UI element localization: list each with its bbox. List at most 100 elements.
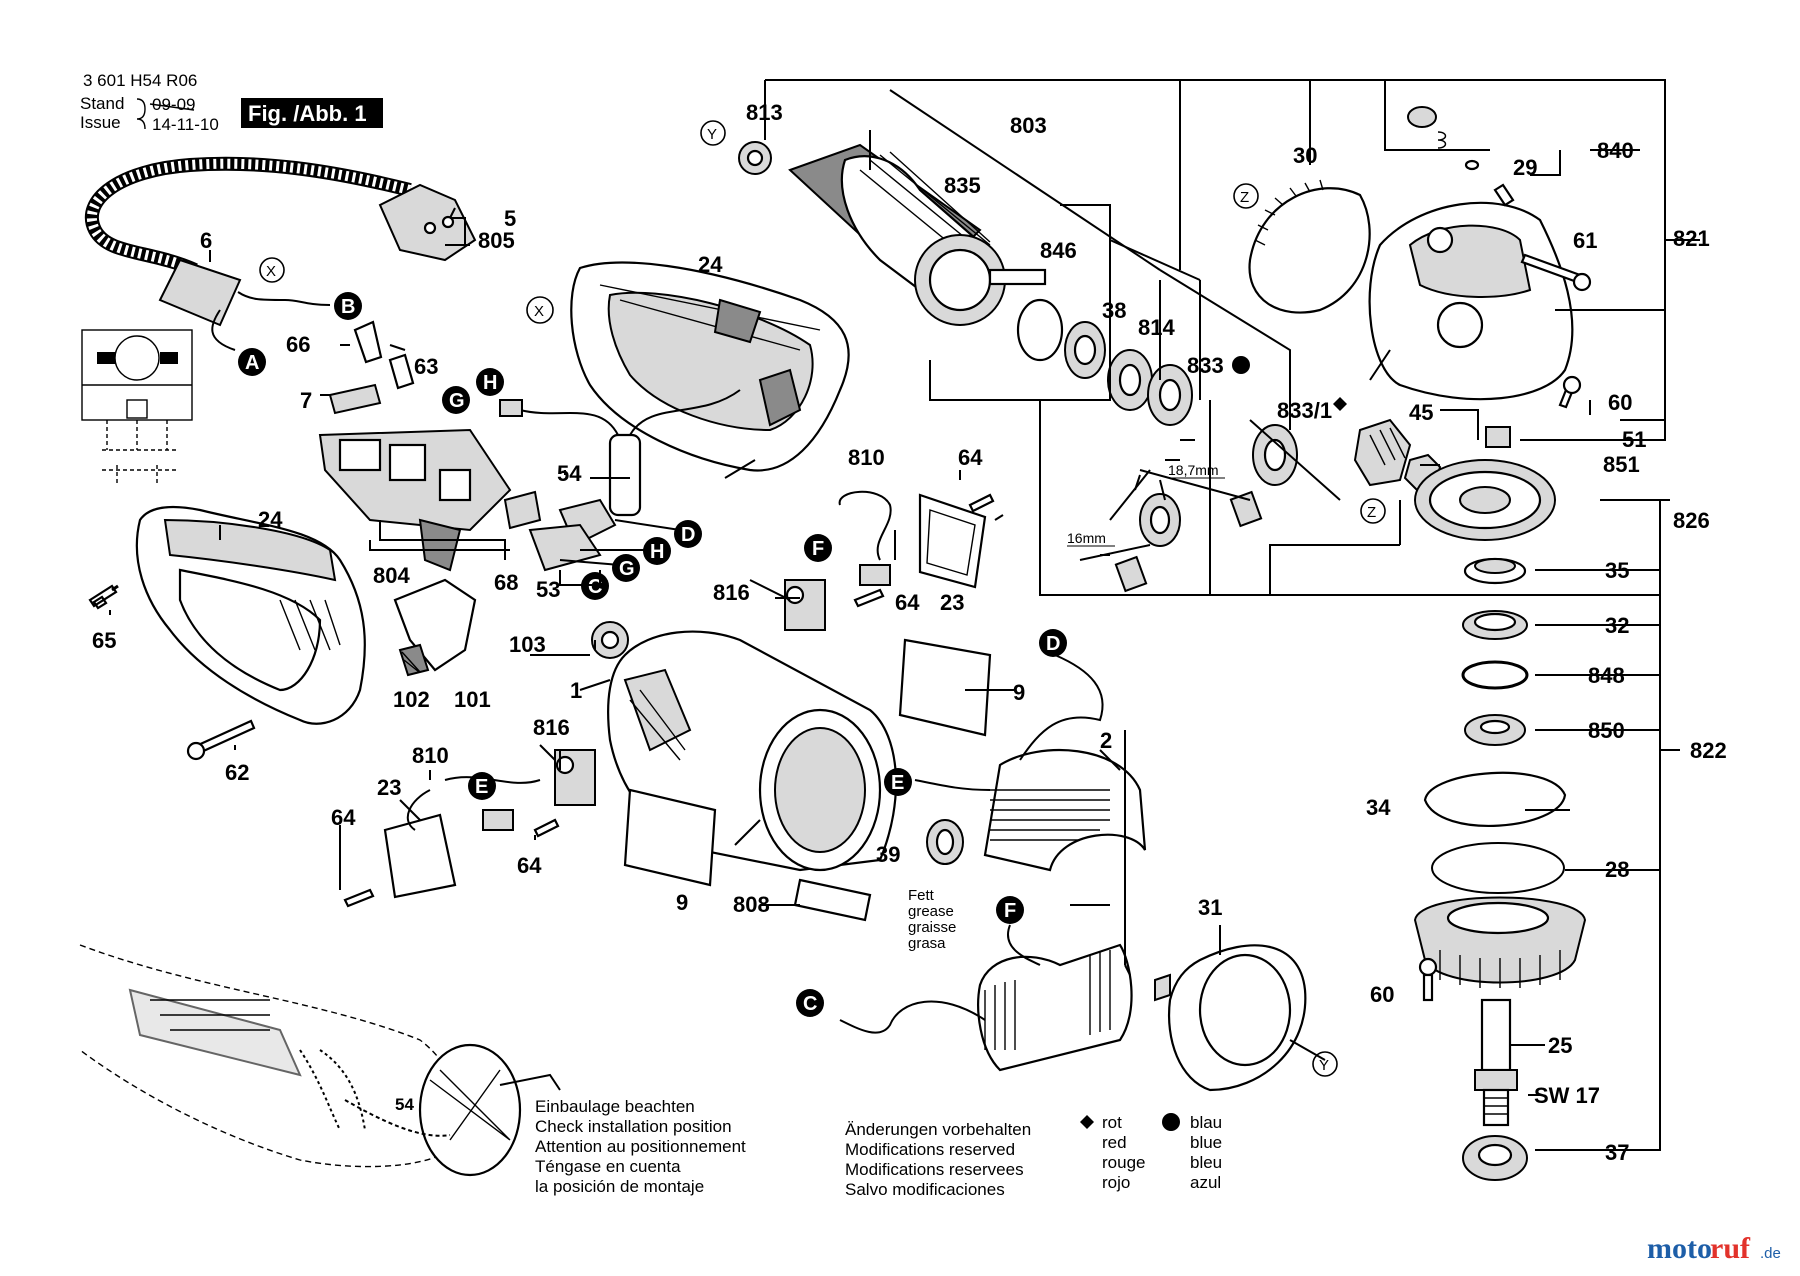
tool-bush-1 [1229, 490, 1263, 528]
screw-60-upper [1558, 375, 1582, 409]
cover-plate-9-right [898, 638, 992, 737]
grease-es: grasa [908, 935, 946, 952]
svg-text:★: ★ [1236, 361, 1246, 373]
label-54-inset: 54 [395, 1095, 414, 1114]
wire-leads [559, 519, 681, 566]
svg-text:H: H [483, 372, 497, 394]
label-7: 7 [300, 388, 312, 413]
screw-64-d [343, 888, 375, 908]
label-846: 846 [1040, 238, 1077, 263]
brush-lower [482, 809, 514, 831]
document-header: 3 601 H54 R06 Stand Issue 09-09 14-11-10… [80, 71, 383, 134]
label-810-upper: 810 [848, 445, 885, 470]
label-64-c: 64 [331, 805, 356, 830]
legend-blue-en: blue [1190, 1133, 1222, 1152]
label-54: 54 [557, 461, 582, 486]
ref-circle-z1: Z [1233, 183, 1259, 209]
label-826: 826 [1673, 508, 1710, 533]
bush-39 [926, 819, 964, 865]
svg-text:.de: .de [1760, 1245, 1781, 1262]
doc-number: 3 601 H54 R06 [83, 71, 197, 90]
issue-label: Issue [80, 113, 121, 132]
connector-badge-e2: E [884, 768, 912, 796]
mod-en: Modifications reserved [845, 1140, 1015, 1159]
mod-fr: Modifications reservees [845, 1160, 1024, 1179]
label-53: 53 [536, 577, 560, 602]
label-803: 803 [1010, 113, 1047, 138]
power-cord [84, 156, 477, 351]
connector-badge-f1: F [804, 534, 832, 562]
handle-half-lower [135, 505, 366, 725]
field-winding-lower [839, 924, 1133, 1072]
seal-35 [1463, 557, 1527, 585]
svg-text:C: C [803, 993, 817, 1015]
label-833-1: 833/1 [1277, 398, 1332, 423]
install-fr: Attention au positionnement [535, 1137, 746, 1156]
label-51: 51 [1622, 427, 1646, 452]
label-45: 45 [1409, 400, 1433, 425]
grease-note: Fett grease graisse grasa [908, 887, 956, 952]
svg-text:moto: moto [1647, 1232, 1712, 1265]
connector-badge-a1: A [238, 348, 266, 376]
label-813: 813 [746, 100, 783, 125]
svg-text:ruf: ruf [1710, 1232, 1751, 1265]
label-840: 840 [1597, 138, 1634, 163]
modification-note: Änderungen vorbehalten Modifications res… [845, 1120, 1031, 1199]
label-810-lower: 810 [412, 743, 449, 768]
label-23-upper: 23 [940, 590, 964, 615]
label-28: 28 [1605, 857, 1629, 882]
svg-text:F: F [812, 538, 824, 560]
install-es2: la posición de montaje [535, 1177, 704, 1196]
label-101: 101 [454, 687, 491, 712]
seal-32 [1462, 610, 1528, 640]
label-66: 66 [286, 332, 310, 357]
label-61: 61 [1573, 228, 1597, 253]
screw-64-a [968, 493, 995, 513]
connector-badge-c2: C [796, 989, 824, 1017]
screw-62 [186, 719, 256, 761]
pinion-45 [1353, 418, 1412, 487]
label-9-left: 9 [676, 890, 688, 915]
label-37: 37 [1605, 1140, 1629, 1165]
colour-legend: rot red rouge rojo ★ blau blue bleu azul [1080, 1113, 1222, 1192]
svg-text:E: E [891, 772, 904, 794]
label-68: 68 [494, 570, 518, 595]
svg-text:Z: Z [1367, 504, 1376, 521]
svg-text:Z: Z [1240, 189, 1249, 206]
stand-label: Stand [80, 94, 124, 113]
gear-housing [1368, 201, 1574, 401]
ref-circle-y1: Y [700, 120, 726, 146]
label-24-lower: 24 [258, 507, 283, 532]
armature [788, 143, 1047, 326]
plug-pin-icon [423, 221, 437, 235]
connector-badge-d1: D [674, 520, 702, 548]
svg-text:C: C [588, 576, 602, 598]
label-64-d: 64 [517, 853, 542, 878]
label-822: 822 [1690, 738, 1727, 763]
connector-badge-h2: H [643, 537, 671, 565]
lock-button [393, 578, 477, 677]
label-31: 31 [1198, 895, 1222, 920]
suppression-capacitor [499, 389, 741, 517]
label-6: 6 [200, 228, 212, 253]
spindle-25 [1474, 998, 1518, 1127]
bushing-103 [591, 621, 629, 659]
tool-bush-2 [1114, 555, 1148, 593]
legend-red-de: rot [1102, 1113, 1122, 1132]
label-808: 808 [733, 892, 770, 917]
svg-text:X: X [534, 303, 544, 320]
ref-circle-y2: Y [1312, 1051, 1338, 1077]
bearing-850 [1464, 714, 1526, 746]
flange-37 [1462, 1135, 1528, 1181]
svg-text:H: H [650, 541, 664, 563]
legend-red-en: red [1102, 1133, 1127, 1152]
connector-badge-h1: H [476, 368, 504, 396]
bearing-flange [1413, 896, 1587, 988]
label-1: 1 [570, 678, 582, 703]
watermark-logo: moto ruf .de [1647, 1232, 1781, 1265]
bearing-813 [738, 141, 772, 175]
label-62: 62 [225, 760, 249, 785]
screw-61 [1520, 253, 1592, 292]
